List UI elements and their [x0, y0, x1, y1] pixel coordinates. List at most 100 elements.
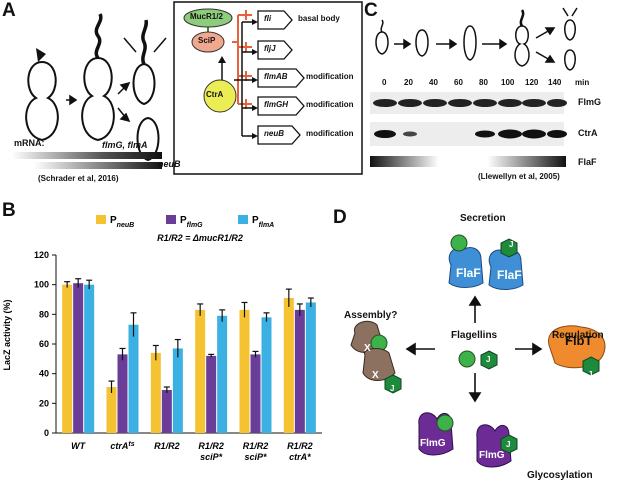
- bar-flmA-4: [261, 317, 272, 433]
- label-assembly: Assembly?: [344, 310, 398, 321]
- flmg-shape-2: [476, 424, 512, 468]
- panel-label-b: B: [2, 200, 16, 221]
- gene-flmgh-label: flmGH: [264, 100, 288, 109]
- label-secretion: Secretion: [460, 213, 506, 224]
- assembly-x-text-2: X: [372, 370, 379, 381]
- flmg-band-80: [473, 99, 497, 107]
- cell-predivisional-1: [25, 60, 59, 142]
- gradient-flaf: [370, 156, 566, 167]
- label-glycosylation: Glycosylation: [527, 470, 593, 481]
- flmg-green-circle: [436, 414, 454, 432]
- ctra-band-20: [403, 131, 417, 137]
- gradient-label-flaf: FlaF: [578, 157, 597, 167]
- gradient-flmg-flma: [12, 152, 162, 159]
- flbt-j-text: J: [588, 370, 593, 379]
- bar-neuB-3: [195, 309, 206, 433]
- ctra-band-80: [475, 130, 495, 138]
- panel-d-graphic: [350, 234, 606, 468]
- ctra-band-100: [498, 129, 522, 139]
- time-100: 100: [501, 78, 515, 87]
- panel-label-d: D: [333, 207, 347, 228]
- bar-flmG-1: [117, 354, 128, 433]
- x-tick-label-3: R1/R2: [198, 441, 224, 451]
- stalk-icon: [36, 48, 46, 62]
- legend-label-flmG: PflmG: [180, 215, 203, 229]
- bar-flmG-5: [294, 309, 305, 433]
- flmg-band-120: [522, 99, 546, 107]
- bar-flmA-1: [128, 324, 139, 433]
- cell-predivisional-2: [81, 56, 115, 142]
- cell-stalked: [136, 116, 160, 162]
- bar-neuB-4: [239, 309, 250, 433]
- x-tick-label-1: ctrAts: [110, 441, 134, 452]
- gene-fljj-box: [257, 40, 293, 60]
- flmg-band-140: [547, 99, 567, 107]
- time-20: 20: [404, 78, 413, 87]
- x-tick-label-line2-5: ctrA*: [289, 452, 311, 462]
- y-tick-label-4: 80: [39, 309, 49, 319]
- c-cell-elongated: [463, 25, 477, 61]
- time-unit: min: [575, 78, 590, 87]
- label-flagellins: Flagellins: [451, 330, 498, 341]
- flaf-text-1: FlaF: [456, 266, 481, 280]
- legend-label-neuB: PneuB: [110, 215, 134, 229]
- flaf-text-2: FlaF: [497, 268, 522, 282]
- gene-flmab-role: modification: [306, 72, 354, 81]
- c-cell-predivisional: [514, 25, 530, 67]
- flaf-shape-1: [448, 246, 484, 288]
- node-mucr-label: MucR1/2: [190, 12, 223, 21]
- center-hexagon-j: [480, 350, 498, 370]
- node-scip-label: SciP: [198, 36, 216, 45]
- legend-swatch-neuB: [96, 215, 106, 224]
- bar-neuB-1: [106, 387, 117, 433]
- y-tick-label-1: 20: [39, 398, 49, 408]
- x-tick-label-line2-3: sciP*: [200, 452, 223, 462]
- flbt-text: FlbT: [565, 333, 593, 348]
- bar-flmG-2: [161, 389, 172, 433]
- y-axis-label: LacZ activity (%): [2, 299, 12, 370]
- assembly-x-text-1: X: [364, 343, 371, 354]
- bar-neuB-0: [62, 284, 73, 433]
- time-60: 60: [454, 78, 463, 87]
- gene-neub-role: modification: [306, 129, 354, 138]
- legend-label-flmA: PflmA: [252, 215, 274, 229]
- flmg-band-40: [423, 99, 447, 107]
- bar-flmA-2: [172, 348, 183, 433]
- panel-c-graphic: [370, 7, 578, 167]
- x-tick-label-5: R1/R2: [287, 441, 313, 451]
- x-tick-label-2: R1/R2: [154, 441, 180, 451]
- y-tick-label-5: 100: [34, 280, 49, 290]
- flaf-j-text: J: [509, 240, 514, 249]
- flmg-text-1: FlmG: [420, 438, 446, 449]
- bar-neuB-2: [150, 352, 161, 433]
- center-j-text: J: [486, 355, 491, 364]
- y-tick-label-6: 120: [34, 250, 49, 260]
- flmg-band-100: [498, 99, 522, 107]
- citation-schrader: (Schrader et al, 2016): [38, 174, 119, 183]
- chart-annotation: R1/R2 = ΔmucR1/R2: [157, 233, 243, 243]
- bar-neuB-5: [283, 298, 294, 433]
- blot-label-flmg: FlmG: [578, 97, 602, 107]
- gene-neub-box: [257, 125, 301, 145]
- flmg-band-60: [448, 99, 472, 107]
- x-tick-label-0: WT: [71, 441, 86, 451]
- bar-flmA-0: [84, 284, 95, 433]
- gradient-label-neub: neuB: [158, 159, 181, 169]
- ctra-band-140: [547, 130, 567, 138]
- bar-flmA-5: [305, 302, 316, 433]
- c-cell-daughter-2: [564, 49, 576, 71]
- flmg-hexagon-j: [500, 434, 518, 454]
- gene-fli-role: basal body: [298, 14, 340, 23]
- flaf-green-circle: [450, 234, 468, 252]
- y-tick-label-3: 60: [39, 339, 49, 349]
- y-tick-label-0: 0: [44, 428, 49, 438]
- mrna-label: mRNA:: [14, 138, 45, 148]
- assembly-shape-2: [362, 348, 396, 381]
- panel-a-graphic: [12, 13, 167, 169]
- scip-node: [191, 31, 225, 53]
- blot-label-ctra: CtrA: [578, 128, 598, 138]
- bar-flmA-3: [217, 315, 228, 433]
- time-0: 0: [382, 78, 387, 87]
- legend-swatch-flmA: [238, 215, 248, 224]
